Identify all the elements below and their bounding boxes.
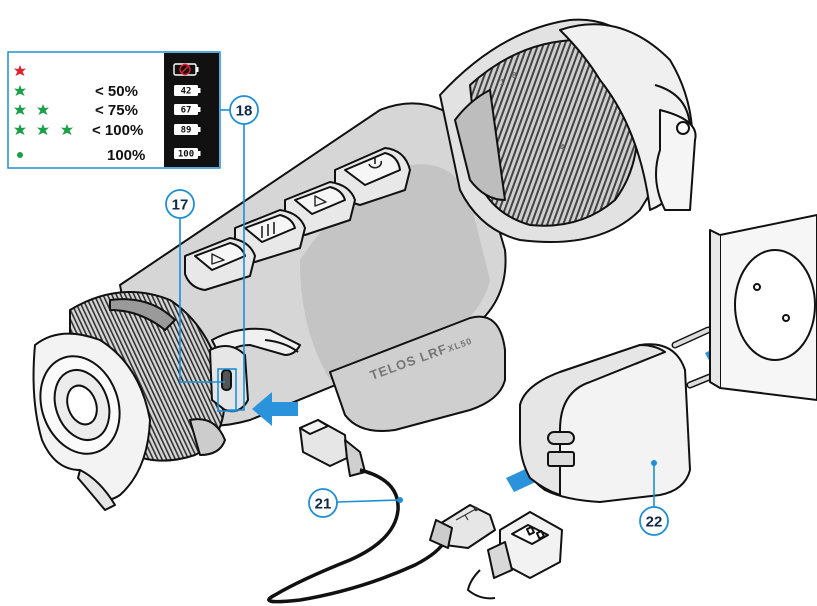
outlet-socket: [734, 249, 816, 361]
battery-level-badge: 67: [174, 104, 201, 116]
dial-mark: 4: [560, 143, 565, 152]
callout-number: 17: [172, 197, 189, 214]
legend-row-50: < 50% 42: [14, 83, 201, 100]
power-icon: [368, 157, 383, 169]
battery-level-value: 42: [181, 87, 192, 97]
battery-level-value: 67: [181, 106, 192, 116]
objective-lens-assembly: 8 1 4: [439, 18, 697, 243]
battery-level-badge: 100: [174, 148, 201, 160]
leader-line-17: [179, 212, 225, 383]
dial-mark: 1: [500, 78, 505, 87]
control-buttons: [184, 147, 411, 291]
legend-row-empty: [14, 63, 199, 76]
green-led-star-icon: [37, 124, 49, 135]
callout-22: 22: [639, 460, 669, 536]
green-led-star-icon: [61, 124, 73, 135]
play-icon: [211, 253, 225, 265]
down-button[interactable]: [184, 237, 256, 291]
green-led-star-icon: [14, 104, 26, 115]
battery-level-badge: 42: [174, 85, 201, 97]
up-button[interactable]: [284, 181, 356, 236]
usb-symbol-icon: [455, 506, 479, 521]
usb-cable: [267, 419, 563, 604]
legend-row-100-full: 100% 100: [17, 147, 201, 164]
usb-c-port: [209, 345, 249, 413]
device-side-panel: [329, 315, 506, 432]
callout-number: 18: [236, 103, 253, 120]
green-led-dot-icon: [17, 152, 23, 158]
usb-a-adapter: [467, 511, 563, 600]
legend-row-75: < 75% 67: [14, 102, 201, 119]
wall-charger: [519, 326, 726, 503]
legend-label: < 75%: [95, 102, 138, 119]
green-led-star-icon: [37, 104, 49, 115]
port-highlight-box: [217, 368, 237, 412]
thermal-monocular: 8 1 4: [32, 18, 697, 511]
usb-c-socket: [547, 431, 575, 445]
legend-label: < 50%: [95, 83, 138, 100]
callout-17: 17: [165, 189, 195, 219]
battery-level-badge: 89: [174, 124, 201, 136]
callout-21: 21: [308, 488, 403, 518]
legend-label: 100%: [107, 147, 145, 164]
green-led-star-icon: [14, 85, 26, 96]
callout-number: 21: [315, 496, 332, 513]
callout-number: 22: [646, 514, 663, 531]
legend-label: < 100%: [92, 122, 143, 139]
callout-lines: [179, 109, 245, 412]
usb-c-connector-end: [429, 504, 496, 549]
wall-outlet: [709, 214, 817, 401]
menu-icon: [261, 222, 275, 238]
battery-empty-crossed-icon: [173, 63, 199, 76]
lens-cap-hinge: [655, 109, 697, 211]
red-led-star-icon: [14, 65, 26, 76]
play-icon: [314, 195, 327, 207]
usb-c-plug: [299, 419, 366, 477]
battery-level-value: 100: [178, 150, 194, 160]
callout-18: 18: [229, 95, 259, 125]
legend-row-100-charging: < 100% 89: [14, 122, 201, 139]
charge-legend-panel: < 50% 42 < 75% 67: [7, 51, 221, 169]
power-button[interactable]: [334, 147, 411, 206]
insert-usb-arrow-icon: [252, 392, 298, 426]
green-led-star-icon: [14, 124, 26, 135]
dial-mark: 8: [512, 71, 517, 80]
battery-level-value: 89: [181, 126, 192, 136]
usb-a-socket: [547, 451, 575, 467]
leader-line-18: [228, 124, 245, 411]
eyepiece-assembly: [32, 291, 226, 511]
